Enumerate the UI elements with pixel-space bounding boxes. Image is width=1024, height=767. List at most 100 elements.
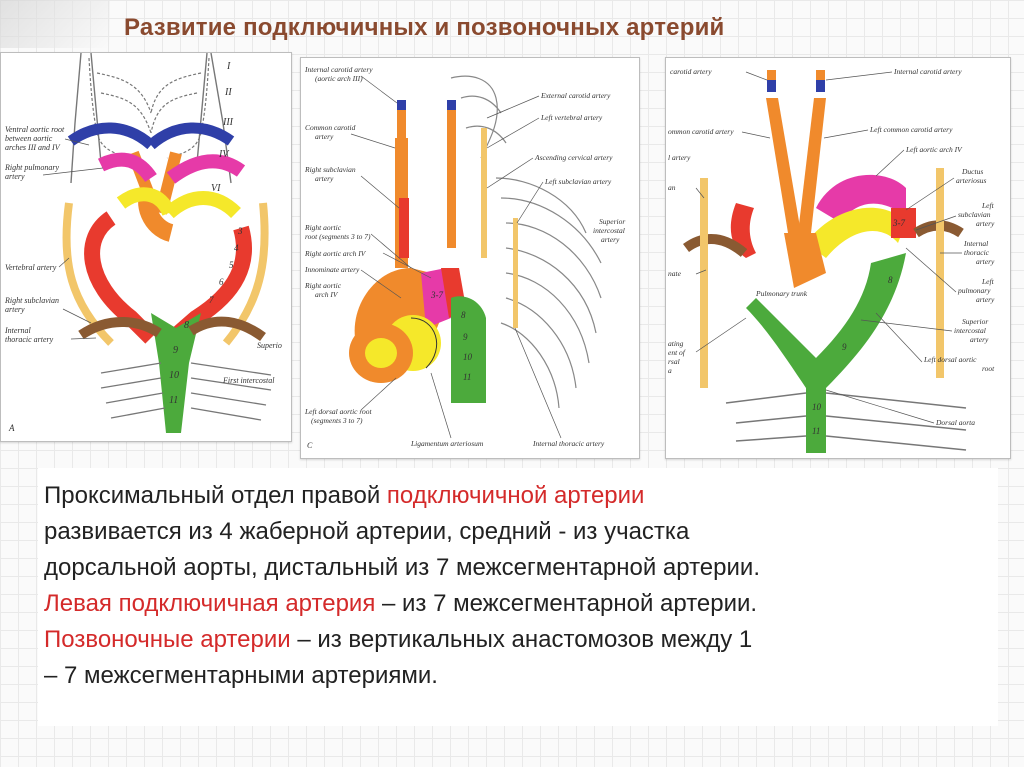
seg-number: 5 bbox=[229, 260, 234, 270]
seg-number: 8 bbox=[184, 320, 189, 331]
text-line2: развивается из 4 жаберной артерии, средн… bbox=[44, 518, 690, 545]
label-artery3: artery bbox=[976, 257, 995, 266]
panel-c-diagram: 3-7 8 9 10 11 Internal carotid artery (a… bbox=[304, 65, 625, 450]
highlight-vertebral: Позвоночные артерии bbox=[44, 626, 291, 653]
label-right-subclavian: Right subclavian bbox=[304, 165, 356, 174]
seg-number: 9 bbox=[842, 342, 847, 352]
label-segments-3-7: (segments 3 to 7) bbox=[311, 416, 363, 425]
seg-number: 11 bbox=[169, 395, 178, 406]
label-rsal: rsal bbox=[668, 357, 680, 366]
description-text: Проксимальный отдел правой подключичной … bbox=[38, 468, 998, 694]
diagram-panel-d: 3-7 8 9 10 11 carotid artery ommon carot… bbox=[665, 57, 1011, 459]
label-ating: ating bbox=[668, 339, 684, 348]
text-line5-end: – из вертикальных анастомозов между 1 bbox=[290, 626, 753, 653]
label-artery: artery bbox=[315, 132, 334, 141]
label-artery: l artery bbox=[668, 153, 691, 162]
seg-number: 11 bbox=[463, 372, 471, 382]
text-line1-start: Проксимальный отдел правой bbox=[44, 482, 387, 509]
label-pulmonary: pulmonary bbox=[957, 286, 991, 295]
label-left-aortic-arch: Left aortic arch IV bbox=[905, 145, 963, 154]
label-right-aortic-root: Right aortic bbox=[304, 223, 342, 232]
arch-label-iii: III bbox=[222, 117, 234, 128]
label-left-common-carotid: Left common carotid artery bbox=[869, 125, 953, 134]
arch-label-ii: II bbox=[224, 87, 232, 98]
label-thoracic: thoracic bbox=[964, 248, 990, 257]
seg-number: 8 bbox=[461, 310, 466, 320]
label-superior: Superio bbox=[257, 341, 282, 350]
label-ductus: Ductus bbox=[961, 167, 983, 176]
label-artery5: artery bbox=[970, 335, 989, 344]
panel-d-diagram: 3-7 8 9 10 11 carotid artery ommon carot… bbox=[668, 67, 995, 453]
label-right-aortic-arch: Right aortic arch IV bbox=[304, 249, 367, 258]
label-right-subclavian: Right subclavian bbox=[4, 296, 59, 305]
label-external-carotid: External carotid artery bbox=[540, 91, 611, 100]
description-box: Проксимальный отдел правой подключичной … bbox=[38, 468, 998, 726]
label-root-segments: root (segments 3 to 7) bbox=[305, 232, 371, 241]
label-carotid: carotid artery bbox=[670, 67, 712, 76]
page-title: Развитие подключичных и позвоночных арте… bbox=[124, 14, 725, 41]
arch-label-i: I bbox=[226, 61, 231, 72]
seg-number: 4 bbox=[234, 243, 239, 253]
label-artery2: artery bbox=[976, 219, 995, 228]
label-aortic-arch-iii: (aortic arch III) bbox=[315, 74, 363, 83]
label-ligamentum: Ligamentum arteriosum bbox=[410, 439, 484, 448]
label-superior: Superior bbox=[962, 317, 988, 326]
label-artery3: artery bbox=[601, 235, 620, 244]
seg-number: 9 bbox=[173, 345, 178, 356]
label-right-aortic: Right aortic bbox=[304, 281, 342, 290]
label-left-subclavian: Left subclavian artery bbox=[544, 177, 612, 186]
seg-label-3-7: 3-7 bbox=[892, 218, 905, 228]
label-internal-carotid: Internal carotid artery bbox=[304, 65, 373, 74]
label-root: root bbox=[982, 364, 995, 373]
diagram-panel-c: 3-7 8 9 10 11 Internal carotid artery (a… bbox=[300, 57, 640, 459]
label-internal: Internal bbox=[963, 239, 988, 248]
label-common-carotid: Common carotid bbox=[305, 123, 356, 132]
panel-letter: A bbox=[8, 423, 15, 433]
label-left: Left bbox=[981, 201, 995, 210]
label-ent-of: ent of bbox=[668, 348, 686, 357]
seg-number: 10 bbox=[169, 370, 179, 381]
label-arch-iv: arch IV bbox=[315, 290, 339, 299]
label-ascending-cervical: Ascending cervical artery bbox=[534, 153, 613, 162]
label-right-pulmonary: Right pulmonary bbox=[4, 163, 59, 172]
text-line6: – 7 межсегментарными артериями. bbox=[44, 662, 438, 689]
seg-number: 3 bbox=[237, 226, 243, 236]
seg-number: 8 bbox=[888, 275, 893, 285]
label-left2: Left bbox=[981, 277, 995, 286]
label-artery: artery bbox=[5, 172, 25, 181]
label-intercostal: intercostal bbox=[593, 226, 625, 235]
corner-decoration bbox=[0, 0, 110, 48]
label-between: between aortic bbox=[5, 134, 53, 143]
label-artery2: artery bbox=[5, 305, 25, 314]
seg-number: 7 bbox=[209, 295, 214, 305]
arch-label-iv: IV bbox=[218, 149, 230, 160]
panel-a-diagram: I II III IV VI 8 9 10 11 7 6 5 4 3 Ventr… bbox=[4, 53, 282, 433]
panel-letter: C bbox=[307, 441, 313, 450]
label-left-dorsal: Left dorsal aortic bbox=[923, 355, 977, 364]
label-left-vertebral: Left vertebral artery bbox=[540, 113, 603, 122]
label-superior: Superior bbox=[599, 217, 625, 226]
label-ventral: Ventral aortic root bbox=[5, 125, 65, 134]
text-line3: дорсальной аорты, дистальный из 7 межсег… bbox=[44, 554, 760, 581]
label-innominate: Innominate artery bbox=[304, 265, 360, 274]
label-a: a bbox=[668, 366, 672, 375]
seg-label-3-7: 3-7 bbox=[430, 290, 443, 300]
label-left-dorsal: Left dorsal aortic root bbox=[304, 407, 373, 416]
seg-number: 6 bbox=[219, 277, 224, 287]
arch-label-vi: VI bbox=[211, 183, 221, 194]
seg-number: 10 bbox=[463, 352, 473, 362]
label-dorsal-aorta: Dorsal aorta bbox=[935, 418, 975, 427]
label-thoracic: thoracic artery bbox=[5, 335, 54, 344]
label-internal: Internal bbox=[4, 326, 32, 335]
label-pulmonary-trunk: Pulmonary trunk bbox=[755, 289, 808, 298]
seg-number: 9 bbox=[463, 332, 468, 342]
highlight-left-subclavian: Левая подключичная артерия bbox=[44, 590, 376, 617]
label-arteriosus: arteriosus bbox=[956, 176, 987, 185]
label-common-carotid: ommon carotid artery bbox=[668, 127, 734, 136]
label-an: an bbox=[668, 183, 676, 192]
label-internal-thoracic: Internal thoracic artery bbox=[532, 439, 605, 448]
text-line4-end: – из 7 межсегментарной артерии. bbox=[375, 590, 758, 617]
label-arches: arches III and IV bbox=[5, 143, 61, 152]
label-intercostal: intercostal bbox=[954, 326, 986, 335]
label-vertebral: Vertebral artery bbox=[5, 263, 57, 272]
